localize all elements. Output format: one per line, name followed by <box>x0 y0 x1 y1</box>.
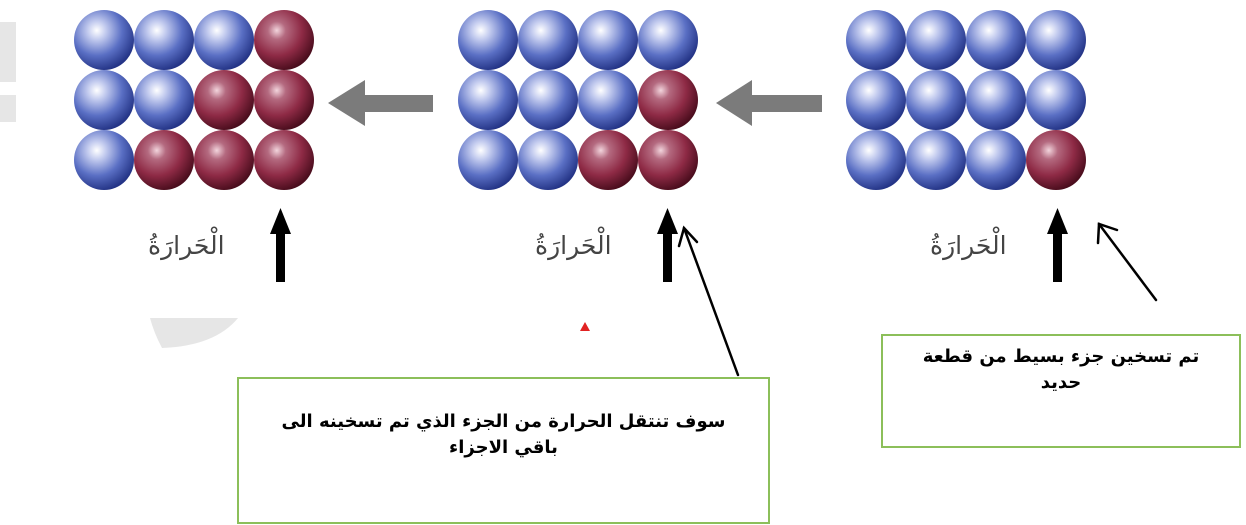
cold-ball <box>518 70 578 130</box>
heat-arrow-2 <box>657 208 678 282</box>
red-mark <box>580 322 590 331</box>
cold-ball <box>518 130 578 190</box>
cold-ball <box>518 10 578 70</box>
cold-ball <box>458 130 518 190</box>
note-box-second: سوف تنتقل الحرارة من الجزء الذي تم تسخين… <box>237 377 770 524</box>
note-box-first: تم تسخين جزء بسيط من قطعة حديد <box>881 334 1241 448</box>
cold-ball <box>458 10 518 70</box>
stage-3-ball-grid <box>74 10 314 190</box>
cold-ball <box>846 10 906 70</box>
hot-ball <box>638 130 698 190</box>
hot-ball <box>134 130 194 190</box>
hot-ball <box>194 70 254 130</box>
hot-ball <box>254 70 314 130</box>
pointer-arrow-second-note <box>677 225 740 377</box>
cold-ball <box>846 70 906 130</box>
cold-ball <box>966 10 1026 70</box>
cold-ball <box>74 70 134 130</box>
cold-ball <box>966 70 1026 130</box>
cold-ball <box>578 70 638 130</box>
cold-ball <box>134 10 194 70</box>
note-text-second: سوف تنتقل الحرارة من الجزء الذي تم تسخين… <box>281 411 726 459</box>
note-text-first: تم تسخين جزء بسيط من قطعة حديد <box>922 346 1200 394</box>
cold-ball <box>194 10 254 70</box>
pointer-arrow-first-note <box>1096 222 1158 302</box>
hot-ball <box>638 70 698 130</box>
cold-ball <box>906 130 966 190</box>
cold-ball <box>74 10 134 70</box>
heat-label-stage-1: الْحَرارَةُ <box>930 231 1007 260</box>
cold-ball <box>578 10 638 70</box>
heat-arrow-3 <box>270 208 291 282</box>
cold-ball <box>458 70 518 130</box>
cold-ball <box>966 130 1026 190</box>
heat-arrow-1 <box>1047 208 1068 282</box>
hot-ball <box>1026 130 1086 190</box>
cold-ball <box>906 70 966 130</box>
cold-ball <box>846 130 906 190</box>
flow-arrow-1 <box>716 80 822 126</box>
hot-ball <box>254 10 314 70</box>
cold-ball <box>1026 10 1086 70</box>
heat-label-stage-3: الْحَرارَةُ <box>148 231 225 260</box>
cold-ball <box>1026 70 1086 130</box>
hot-ball <box>578 130 638 190</box>
cold-ball <box>906 10 966 70</box>
flow-arrow-2 <box>328 80 433 126</box>
cold-ball <box>134 70 194 130</box>
stage-2-ball-grid <box>458 10 698 190</box>
hot-ball <box>194 130 254 190</box>
heat-label-stage-2: الْحَرارَةُ <box>535 231 612 260</box>
cold-ball <box>74 130 134 190</box>
hot-ball <box>254 130 314 190</box>
stage-1-ball-grid <box>846 10 1086 190</box>
cold-ball <box>638 10 698 70</box>
watermark-shapes <box>0 22 238 348</box>
